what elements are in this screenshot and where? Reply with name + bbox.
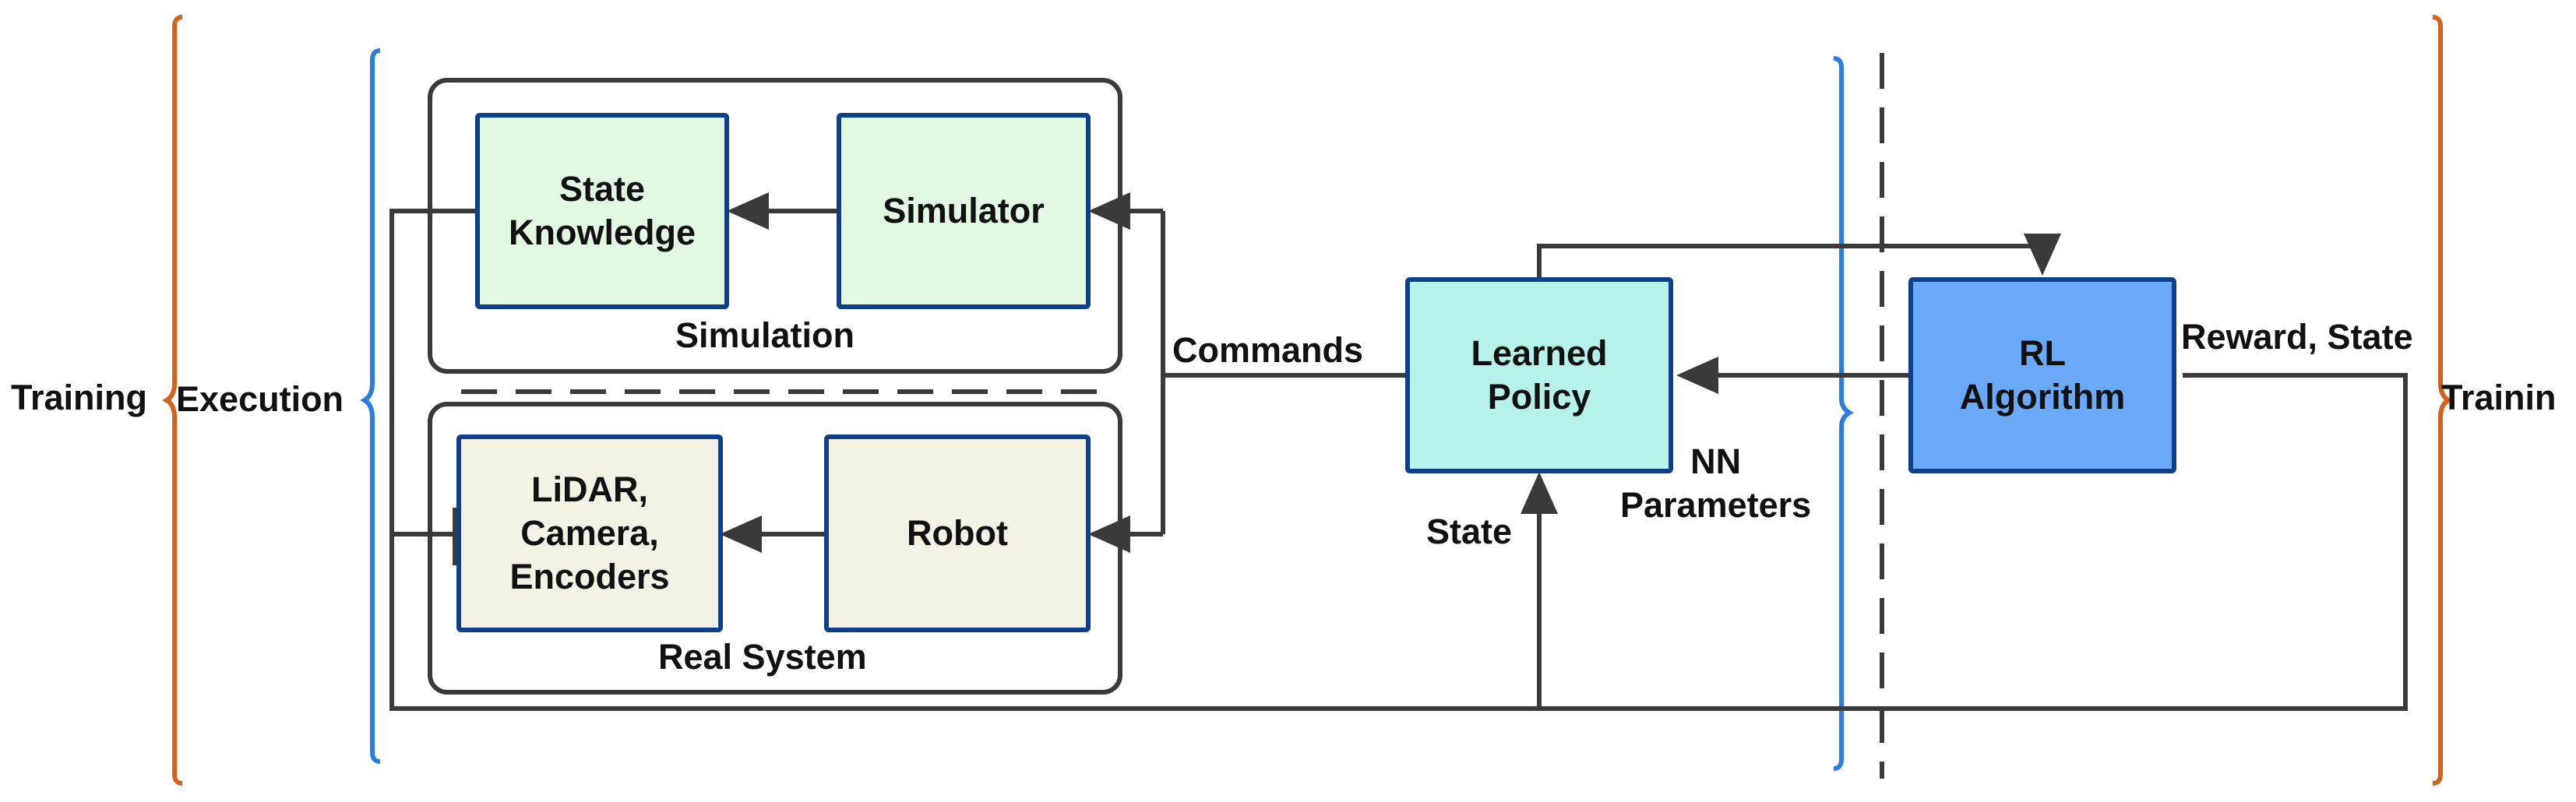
simulator-node: Simulator — [837, 113, 1091, 309]
policy-to-rl-line — [1537, 234, 2061, 277]
learned-policy-node: Learned Policy — [1405, 277, 1673, 473]
sensors-text: LiDAR, Camera, Encoders — [509, 469, 670, 597]
state-knowledge-text: State Knowledge — [508, 168, 696, 252]
simulation-group-label: Simulation — [675, 315, 855, 355]
nn-parameters-label: NN Parameters — [1620, 441, 1812, 526]
feedback-loop-line — [389, 209, 2408, 711]
execution-bracket-right — [1833, 56, 1854, 771]
commands-label: Commands — [1172, 330, 1364, 370]
execution-bracket-left — [360, 48, 381, 764]
execution-label: Execution — [176, 379, 344, 419]
state-knowledge-node: State Knowledge — [475, 113, 729, 309]
reward-state-label: Reward, State — [2181, 317, 2413, 357]
training-bracket-right — [2432, 15, 2453, 786]
sensors-node: LiDAR, Camera, Encoders — [456, 434, 723, 632]
rl-algorithm-node: RL Algorithm — [1908, 277, 2176, 473]
training-label-left: Training — [11, 378, 148, 417]
simulator-text: Simulator — [883, 190, 1045, 230]
training-label-right: Trainin — [2441, 378, 2557, 417]
rl-algorithm-text: RL Algorithm — [1959, 332, 2126, 417]
training-bracket-left — [162, 15, 183, 786]
state-label: State — [1426, 512, 1513, 551]
learned-policy-text: Learned Policy — [1471, 332, 1608, 417]
robot-text: Robot — [907, 512, 1008, 553]
real-system-group-label: Real System — [658, 637, 867, 677]
robot-node: Robot — [824, 434, 1091, 632]
